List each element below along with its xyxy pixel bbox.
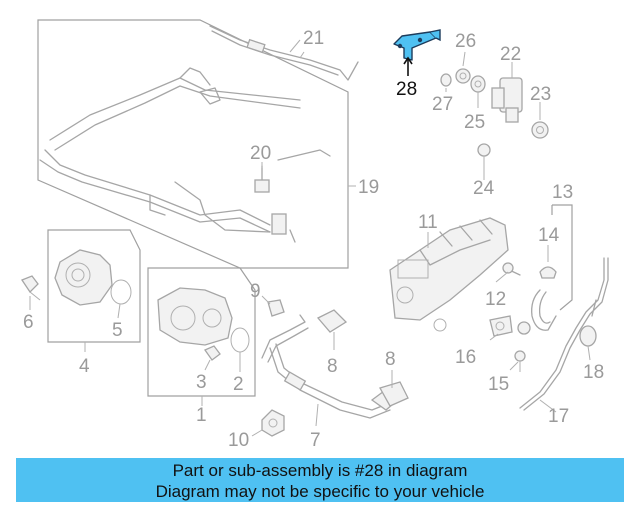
label-27: 27 — [432, 94, 453, 115]
label-9: 9 — [250, 281, 261, 302]
part-labels: 21 28 26 22 27 25 23 24 20 19 13 11 14 1… — [23, 28, 604, 451]
label-19: 19 — [358, 177, 379, 198]
label-2: 2 — [233, 374, 244, 395]
panel-19 — [37, 19, 356, 269]
label-7: 7 — [310, 430, 321, 451]
label-6: 6 — [23, 312, 34, 333]
part-7-pipe — [261, 299, 409, 437]
label-26: 26 — [455, 31, 476, 52]
label-11: 11 — [418, 212, 438, 233]
part-17-tube — [519, 257, 609, 411]
label-14: 14 — [538, 225, 560, 246]
label-5: 5 — [112, 320, 123, 341]
label-8b: 8 — [385, 349, 396, 370]
parts-diagram: 21 28 26 22 27 25 23 24 20 19 13 11 14 1… — [21, 19, 609, 451]
bolts-gasket — [489, 315, 526, 372]
label-10: 10 — [228, 430, 249, 451]
part-11-cooler — [389, 217, 509, 332]
label-25: 25 — [464, 112, 485, 133]
label-28: 28 — [396, 79, 417, 100]
label-17: 17 — [548, 406, 569, 427]
label-21: 21 — [303, 28, 324, 49]
label-16: 16 — [455, 347, 476, 368]
label-8a: 8 — [327, 356, 338, 377]
label-15: 15 — [488, 374, 509, 395]
label-22: 22 — [500, 44, 521, 65]
label-4: 4 — [79, 356, 90, 377]
info-banner: Part or sub-assembly is #28 in diagram D… — [16, 458, 624, 502]
part-21-hose — [209, 25, 359, 81]
label-13: 13 — [552, 182, 573, 203]
part-13-assembly — [502, 204, 573, 335]
valve-group — [440, 66, 549, 170]
label-12: 12 — [485, 289, 506, 310]
label-20: 20 — [250, 143, 271, 164]
panel-4 — [21, 229, 141, 352]
label-23: 23 — [530, 84, 551, 105]
leader-lines — [29, 39, 591, 437]
panel-1 — [147, 267, 256, 406]
label-1: 1 — [196, 405, 207, 426]
banner-line-2: Diagram may not be specific to your vehi… — [155, 482, 485, 501]
label-3: 3 — [196, 372, 207, 393]
label-18: 18 — [583, 362, 604, 383]
banner-line-1: Part or sub-assembly is #28 in diagram — [172, 461, 468, 480]
part-28-bracket — [393, 29, 441, 76]
label-24: 24 — [473, 178, 495, 199]
